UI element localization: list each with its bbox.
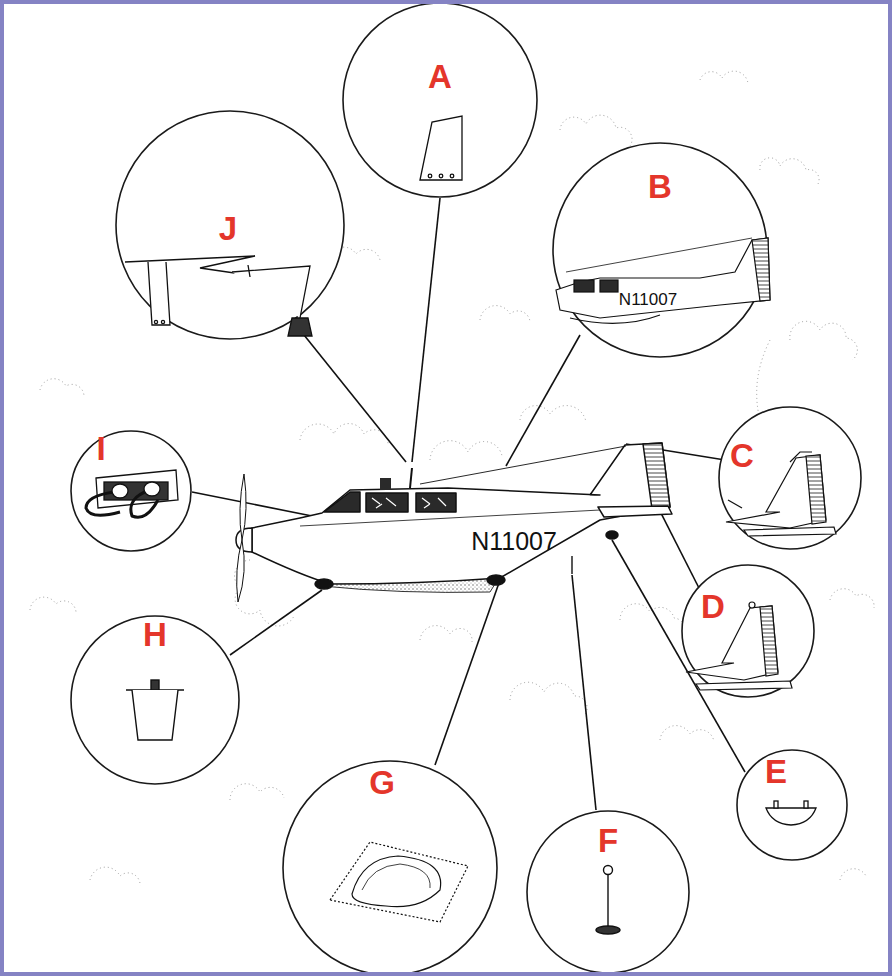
circle-outline [527,811,689,973]
callout-letter: I [96,432,105,465]
cloud-outline [510,682,587,716]
callout-circle: H [70,615,240,785]
circle-outline [343,3,537,197]
callout-circle: F [526,810,690,974]
cloud-outline [620,604,685,638]
airplane [571,556,572,574]
vhf-antennas [154,320,157,323]
cloud-outline [700,71,748,84]
cloud-outline [560,115,632,146]
airplane [237,540,245,602]
circle-outline [71,431,191,551]
airplane [366,493,408,512]
leader-line [506,335,580,466]
cloud-outline [30,597,76,612]
circle-outline [682,565,814,697]
cloud-outline [760,158,819,184]
cloud-outline [520,406,586,422]
cloud-outline [40,379,84,396]
circle-outline [737,750,847,860]
callout-letter: J [219,212,237,245]
cloud-outline [757,340,770,420]
circle-outline [70,430,192,552]
callout-letter: B [648,170,672,203]
callout-letter: H [143,618,167,651]
airplane [420,446,626,484]
leader-line [435,580,500,765]
airplane [324,492,360,512]
registration-mark: N11007 [471,529,557,554]
airplane [240,474,246,540]
airplane [416,493,456,512]
callout-circle: G [282,760,498,976]
circle-outline [681,564,815,698]
airplane [380,478,391,490]
cloud-outline [230,784,284,800]
leader-line [572,575,596,810]
cloud-outline [840,869,866,880]
callout-letter: G [369,766,395,799]
cloud-outline [480,306,530,322]
airplane [487,575,505,585]
callout-letter: E [765,755,787,788]
airplane [300,510,600,526]
callout-circle: C [718,406,862,550]
circle-outline [116,111,344,339]
airplane [643,443,670,509]
circle-outline [718,406,862,550]
airplane [410,468,412,488]
leader-line [230,590,322,655]
circle-outline [736,749,848,861]
cloud-outline [830,589,874,608]
callout-circle: E [736,749,848,861]
callout-circle: J [115,110,345,340]
leader-line [300,330,406,462]
cloud-outline [90,867,140,886]
circle-outline [283,761,497,975]
registration-mark: N11007 [619,291,677,308]
cloud-outline [300,424,388,444]
callout-letter: F [598,824,618,857]
callout-letter: D [701,590,725,623]
cloud-outline [420,626,472,642]
callout-circle: B [552,142,768,358]
airplane [598,506,672,517]
circle-outline [553,143,767,357]
airplane [315,579,333,589]
leader-line [192,492,312,516]
circle-outline [719,407,861,549]
airplane [372,498,446,508]
cloud-outline [660,726,714,742]
airplane [606,531,618,539]
callout-letter: A [428,60,452,93]
callout-circle: I [70,430,192,552]
vhf-antennas [161,320,164,323]
callout-circle: A [342,2,538,198]
cloud-outline [430,441,502,460]
callout-letter: C [730,439,754,472]
circle-outline [342,2,538,198]
cloud-outline [790,321,858,360]
leader-line [412,198,440,462]
airplane [236,443,672,602]
circle-outline [71,616,239,784]
callout-circle: D [681,564,815,698]
